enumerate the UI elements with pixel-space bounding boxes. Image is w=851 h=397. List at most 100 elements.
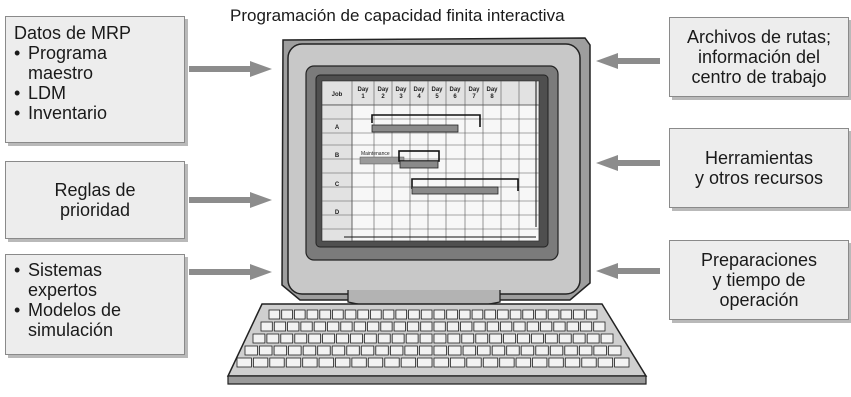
keyboard-key bbox=[346, 345, 360, 356]
tools-line: Herramientas bbox=[704, 148, 814, 168]
day-header: Day bbox=[395, 87, 407, 93]
day-header: 3 bbox=[399, 94, 403, 100]
job-column-header: Job bbox=[332, 92, 343, 98]
keyboard-key bbox=[522, 309, 534, 320]
keyboard-key bbox=[336, 333, 349, 344]
keyboard-key bbox=[545, 333, 558, 344]
keyboard-key bbox=[433, 321, 446, 332]
keyboard-key bbox=[560, 309, 573, 320]
expert-systems-box: •Sistemas expertos •Modelos de simulació… bbox=[5, 254, 185, 355]
expert-systems-item-label: Modelos de simulación bbox=[28, 300, 122, 340]
keyboard-key bbox=[489, 333, 503, 344]
keyboard-key bbox=[433, 333, 447, 344]
keyboard-key bbox=[293, 309, 306, 320]
keyboard-key bbox=[446, 321, 459, 332]
keyboard-key bbox=[420, 309, 433, 320]
keyboard-key bbox=[384, 357, 400, 368]
keyboard-key bbox=[408, 309, 420, 320]
keyboard-key bbox=[585, 309, 598, 320]
keyboard-key bbox=[294, 333, 308, 344]
keyboard-key bbox=[499, 357, 515, 368]
mrp-item: •Programa maestro bbox=[14, 43, 176, 83]
keyboard-key bbox=[579, 345, 593, 356]
keyboard-key bbox=[351, 357, 367, 368]
day-header: Day bbox=[486, 87, 498, 93]
expert-systems-item: •Modelos de simulación bbox=[14, 300, 176, 340]
keyboard-key bbox=[573, 309, 585, 320]
keyboard-key bbox=[597, 357, 614, 368]
arrow-left-icon bbox=[596, 263, 660, 279]
keyboard-key bbox=[600, 333, 614, 344]
day-header: 5 bbox=[435, 94, 439, 100]
keyboard-key bbox=[535, 309, 547, 320]
keyboard-key bbox=[564, 357, 581, 368]
keyboard-key bbox=[500, 321, 513, 332]
keyboard-key bbox=[586, 333, 600, 344]
keyboard-key bbox=[363, 333, 377, 344]
keyboard-key bbox=[553, 321, 566, 332]
expert-systems-item-label: Sistemas expertos bbox=[28, 260, 103, 300]
keyboard-key bbox=[503, 333, 516, 344]
expert-systems-item: •Sistemas expertos bbox=[14, 260, 176, 300]
day-header: 6 bbox=[453, 94, 457, 100]
keyboard-key bbox=[382, 309, 395, 320]
day-header: Day bbox=[357, 87, 369, 93]
job-label: C bbox=[335, 182, 340, 188]
keyboard-key bbox=[608, 345, 622, 356]
keyboard-key bbox=[344, 309, 357, 320]
arrow-left-icon bbox=[596, 53, 660, 69]
routing-files-line: información del bbox=[697, 47, 821, 67]
setup-times-box: Preparaciones y tiempo de operación bbox=[669, 240, 849, 320]
keyboard-key bbox=[531, 333, 544, 344]
keyboard-key bbox=[252, 333, 266, 344]
keyboard-key bbox=[460, 321, 473, 332]
keyboard-key bbox=[319, 309, 331, 320]
keyboard-key bbox=[404, 345, 418, 356]
mrp-item: •LDM bbox=[14, 83, 67, 103]
mrp-item-label: Programa maestro bbox=[28, 43, 108, 83]
keyboard-key bbox=[491, 345, 506, 356]
keyboard-key bbox=[566, 321, 579, 332]
keyboard-key bbox=[266, 333, 280, 344]
keyboard-key bbox=[273, 321, 286, 332]
priority-rules-line: prioridad bbox=[59, 200, 131, 220]
keyboard-key bbox=[405, 333, 419, 344]
keyboard-key bbox=[308, 333, 322, 344]
keyboard-key bbox=[477, 345, 491, 356]
keyboard-key bbox=[268, 309, 281, 320]
day-header: Day bbox=[468, 87, 480, 93]
keyboard-key bbox=[540, 321, 553, 332]
keyboard-key bbox=[433, 345, 447, 356]
tools-line: y otros recursos bbox=[694, 168, 824, 188]
keyboard-key bbox=[350, 333, 363, 344]
tools-box: Herramientas y otros recursos bbox=[669, 128, 849, 208]
keyboard-key bbox=[417, 357, 433, 368]
keyboard-key bbox=[513, 321, 526, 332]
mrp-data-box: Datos de MRP •Programa maestro •LDM •Inv… bbox=[5, 16, 185, 143]
keyboard-key bbox=[558, 333, 572, 344]
keyboard-key bbox=[367, 357, 384, 368]
keyboard-key bbox=[564, 345, 578, 356]
setup-times-line: y tiempo de bbox=[712, 270, 806, 290]
keyboard-key bbox=[458, 309, 471, 320]
keyboard-key bbox=[252, 357, 269, 368]
keyboard-key bbox=[572, 333, 586, 344]
keyboard-key bbox=[486, 321, 499, 332]
day-header: Day bbox=[413, 87, 425, 93]
arrow-right-icon bbox=[189, 61, 272, 77]
job-label: D bbox=[335, 210, 340, 216]
keyboard-key bbox=[593, 345, 607, 356]
keyboard-key bbox=[302, 345, 317, 356]
keyboard-key bbox=[393, 321, 406, 332]
keyboard-key bbox=[509, 309, 522, 320]
keyboard-key bbox=[482, 357, 499, 368]
day-header: 2 bbox=[381, 94, 385, 100]
keyboard-key bbox=[391, 333, 405, 344]
routing-files-line: Archivos de rutas; bbox=[686, 27, 832, 47]
keyboard-key bbox=[327, 321, 340, 332]
keyboard-key bbox=[614, 357, 630, 368]
priority-rules-box: Reglas de prioridad bbox=[5, 161, 185, 239]
keyboard-key bbox=[400, 357, 417, 368]
keyboard-key bbox=[547, 309, 560, 320]
